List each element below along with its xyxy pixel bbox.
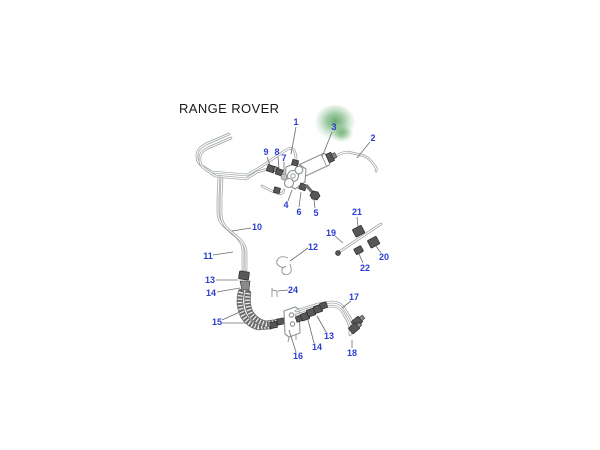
callout-24[interactable]: 24	[288, 285, 298, 295]
callout-3[interactable]: 3	[331, 122, 336, 132]
leader-line-16	[288, 329, 297, 353]
callout-9[interactable]: 9	[263, 147, 268, 157]
valve-assembly	[260, 151, 338, 201]
flex-hoses-15	[236, 288, 285, 331]
leader-line-2	[356, 141, 371, 159]
callout-22[interactable]: 22	[360, 263, 370, 273]
front-brake-pipes	[195, 132, 298, 181]
callout-4[interactable]: 4	[283, 200, 288, 210]
leader-line-10	[231, 227, 252, 232]
callout-15[interactable]: 15	[212, 317, 222, 327]
callout-20[interactable]: 20	[379, 252, 389, 262]
callout-13[interactable]: 13	[324, 331, 334, 341]
leader-line-21	[356, 216, 359, 228]
leader-line-15	[221, 310, 243, 321]
leader-line-4	[287, 189, 293, 202]
pipe-2	[332, 150, 378, 173]
leader-line-12	[289, 247, 309, 262]
leader-line-3	[321, 131, 333, 158]
callout-21[interactable]: 21	[352, 207, 362, 217]
page-title: RANGE ROVER	[179, 101, 280, 116]
callout-13[interactable]: 13	[205, 275, 215, 285]
leader-line-24	[277, 289, 289, 292]
leader-line-13	[316, 315, 327, 333]
callout-12[interactable]: 12	[308, 242, 318, 252]
leader-line-14	[216, 287, 241, 293]
callout-6[interactable]: 6	[296, 207, 301, 217]
leader-line-6	[298, 191, 302, 208]
callout-14[interactable]: 14	[312, 342, 322, 352]
connector-fittings-13-14	[238, 270, 251, 291]
clip-12	[276, 256, 292, 276]
callout-5[interactable]: 5	[313, 208, 318, 218]
rear-pipes-17	[294, 300, 360, 337]
callout-19[interactable]: 19	[326, 228, 336, 238]
downpipes-10-11	[216, 174, 248, 272]
callout-10[interactable]: 10	[252, 222, 262, 232]
callout-8[interactable]: 8	[274, 147, 279, 157]
leader-line-17	[341, 300, 352, 309]
leader-line-1	[290, 126, 297, 155]
fittings-18	[348, 314, 366, 334]
leader-line-20	[375, 245, 382, 254]
leader-line-9	[266, 156, 271, 166]
callout-18[interactable]: 18	[347, 348, 357, 358]
leader-line-22	[358, 253, 364, 264]
leader-line-11	[212, 251, 234, 256]
callout-7[interactable]: 7	[281, 153, 286, 163]
callout-2[interactable]: 2	[370, 133, 375, 143]
leader-line-19	[334, 235, 344, 244]
callout-1[interactable]: 1	[293, 117, 298, 127]
callout-14[interactable]: 14	[206, 288, 216, 298]
highlight-glow	[315, 105, 355, 143]
bleed-pipe-19-22	[335, 222, 383, 256]
callout-17[interactable]: 17	[349, 292, 359, 302]
leader-line-5	[313, 199, 316, 209]
clip-24	[271, 288, 278, 297]
leader-line-14	[307, 319, 315, 344]
leader-line-8	[277, 156, 280, 170]
callout-16[interactable]: 16	[293, 351, 303, 361]
callout-11[interactable]: 11	[203, 251, 213, 261]
bracket-16	[283, 306, 301, 343]
